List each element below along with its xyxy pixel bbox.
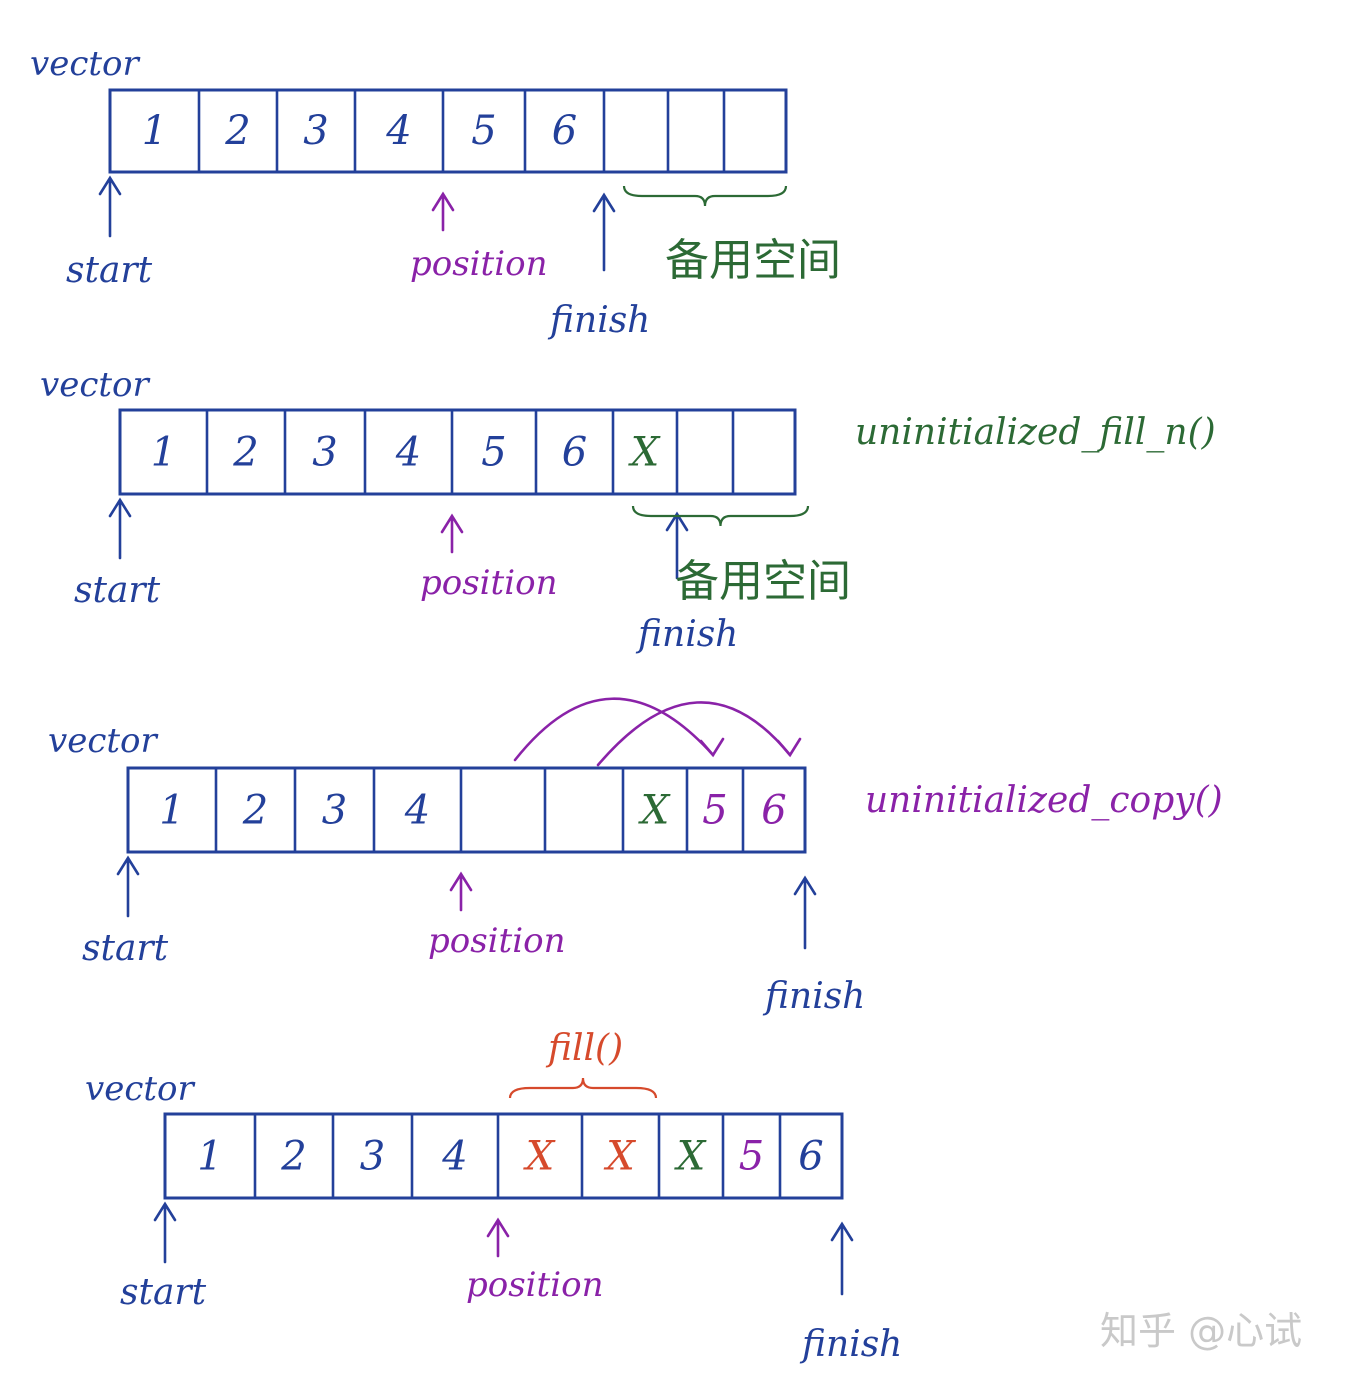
finish-arrow bbox=[830, 1221, 854, 1296]
cell-value: 5 bbox=[739, 1133, 764, 1179]
position-label: position bbox=[466, 1265, 603, 1305]
cell-value: 1 bbox=[197, 1133, 222, 1179]
cell-value: 4 bbox=[385, 108, 411, 154]
vector-label: vector bbox=[48, 721, 159, 761]
cell-value: 5 bbox=[471, 108, 496, 154]
copy-arrow-6-head bbox=[776, 737, 802, 758]
start-label: start bbox=[66, 250, 153, 291]
cell-value: 6 bbox=[552, 108, 577, 154]
vector-frame bbox=[118, 408, 797, 496]
copy-arrow-5 bbox=[513, 697, 715, 762]
uninitialized-fill-n-label: uninitialized_fill_n() bbox=[855, 412, 1216, 453]
cell-value: 3 bbox=[303, 108, 328, 154]
cell-value: X bbox=[638, 787, 671, 833]
start-label: start bbox=[74, 570, 161, 611]
position-arrow bbox=[440, 513, 464, 554]
cell-value: 2 bbox=[232, 429, 258, 475]
position-arrow bbox=[449, 871, 473, 912]
position-label: position bbox=[428, 921, 565, 961]
finish-label: finish bbox=[799, 1324, 902, 1365]
cell-value: 4 bbox=[395, 429, 421, 475]
cell-value: X bbox=[674, 1133, 707, 1179]
finish-label: finish bbox=[762, 976, 865, 1017]
copy-arrow-6 bbox=[596, 701, 792, 767]
cell-value: 3 bbox=[360, 1133, 385, 1179]
cell-value: 3 bbox=[322, 787, 347, 833]
vector-frame bbox=[126, 766, 807, 854]
position-arrow bbox=[486, 1217, 510, 1258]
cell-value: 2 bbox=[280, 1133, 306, 1179]
cell-value: 1 bbox=[142, 108, 167, 154]
spare-space-label: 备用空间 bbox=[675, 556, 851, 607]
spare-space-brace bbox=[631, 505, 810, 527]
start-arrow bbox=[98, 175, 122, 238]
vector-label: vector bbox=[30, 44, 141, 84]
finish-arrow bbox=[665, 511, 689, 580]
cell-value: X bbox=[523, 1133, 556, 1179]
finish-label: finish bbox=[635, 614, 738, 655]
cell-value: 1 bbox=[151, 429, 176, 475]
cell-value: 4 bbox=[404, 787, 430, 833]
uninitialized-copy-label: uninitialized_copy() bbox=[865, 780, 1223, 821]
start-arrow bbox=[153, 1201, 177, 1264]
watermark-text: 知乎 @心试 bbox=[1100, 1309, 1302, 1353]
copy-arrow-5-head bbox=[699, 737, 725, 758]
start-arrow bbox=[116, 855, 140, 918]
start-arrow bbox=[108, 497, 132, 560]
vector-label: vector bbox=[85, 1069, 196, 1109]
vector-frame bbox=[163, 1112, 844, 1200]
finish-arrow bbox=[592, 192, 616, 272]
vector-label: vector bbox=[40, 365, 151, 405]
cell-value: X bbox=[603, 1133, 636, 1179]
position-arrow bbox=[431, 191, 455, 232]
finish-label: finish bbox=[547, 300, 650, 341]
spare-space-label: 备用空间 bbox=[665, 235, 841, 286]
cell-value: 1 bbox=[159, 787, 184, 833]
cell-value: 2 bbox=[242, 787, 268, 833]
finish-arrow bbox=[793, 875, 817, 950]
cell-value: 3 bbox=[312, 429, 337, 475]
spare-space-brace bbox=[622, 185, 788, 207]
cell-value: 5 bbox=[481, 429, 506, 475]
start-label: start bbox=[82, 928, 169, 969]
cell-value: 6 bbox=[562, 429, 587, 475]
cell-value: 4 bbox=[441, 1133, 467, 1179]
cell-value: X bbox=[628, 429, 661, 475]
vector-frame bbox=[108, 88, 788, 174]
cell-value: 6 bbox=[798, 1133, 823, 1179]
position-label: position bbox=[420, 563, 557, 603]
position-label: position bbox=[410, 244, 547, 284]
cell-value: 6 bbox=[761, 787, 786, 833]
start-label: start bbox=[120, 1272, 207, 1313]
fill-label: fill() bbox=[545, 1028, 623, 1069]
cell-value: 2 bbox=[224, 108, 250, 154]
fill-brace bbox=[508, 1077, 658, 1099]
cell-value: 5 bbox=[702, 787, 727, 833]
